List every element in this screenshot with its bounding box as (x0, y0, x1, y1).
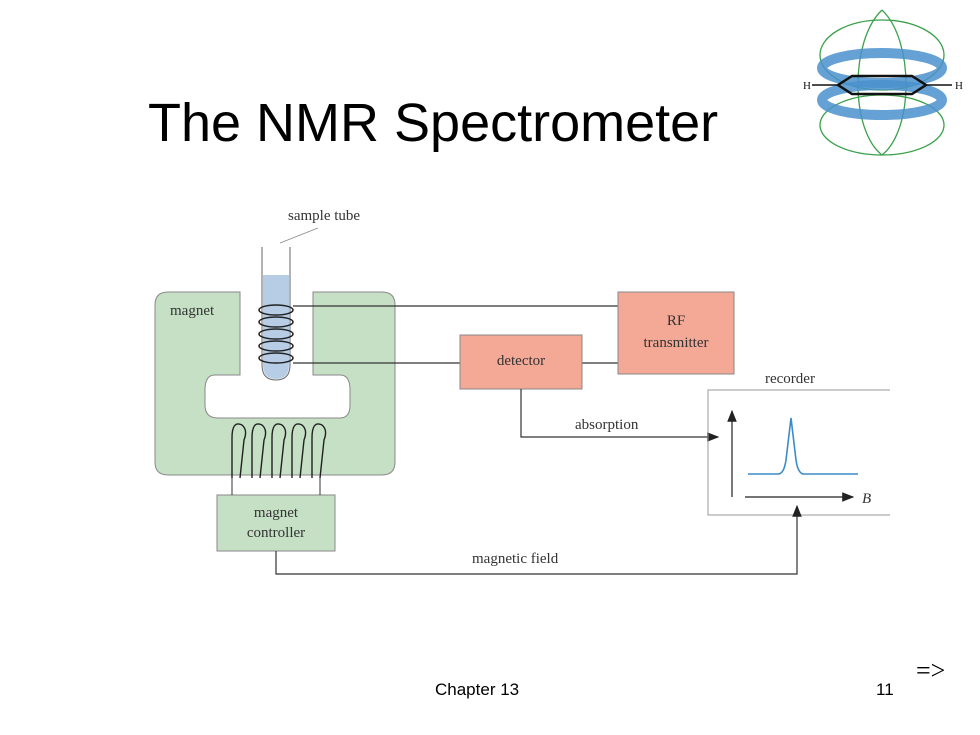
magnet-controller-box (216, 494, 336, 552)
page-number: 11 (876, 680, 894, 699)
magnet-label: magnet (170, 303, 215, 319)
absorption-label: absorption (575, 417, 639, 433)
recorder-label: recorder (765, 371, 815, 387)
hydrogen-right-label: H (955, 80, 963, 92)
b-axis-label: B (862, 491, 871, 507)
footer-chapter: Chapter 13 (435, 680, 520, 699)
next-slide-arrow[interactable]: => (916, 656, 946, 685)
magnetic-field-label: magnetic field (472, 551, 559, 567)
sample-tube (258, 247, 294, 381)
detector-label: detector (497, 353, 545, 369)
rf-label: RF (667, 313, 685, 329)
magnet-coils (231, 423, 327, 479)
magnet-body (154, 291, 396, 476)
slide-title: The NMR Spectrometer (148, 93, 719, 153)
nmr-peak-trace (748, 417, 858, 475)
magnet-controller-label-1: magnet (254, 505, 299, 521)
detector-box (459, 334, 583, 390)
transmitter-label: transmitter (644, 335, 709, 351)
sample-tube-label: sample tube (288, 208, 360, 224)
rf-transmitter-box (617, 291, 735, 375)
magnet-controller-label-2: controller (247, 525, 305, 541)
benzene-ring-current-icon: H H (803, 9, 963, 156)
hydrogen-left-label: H (803, 80, 811, 92)
